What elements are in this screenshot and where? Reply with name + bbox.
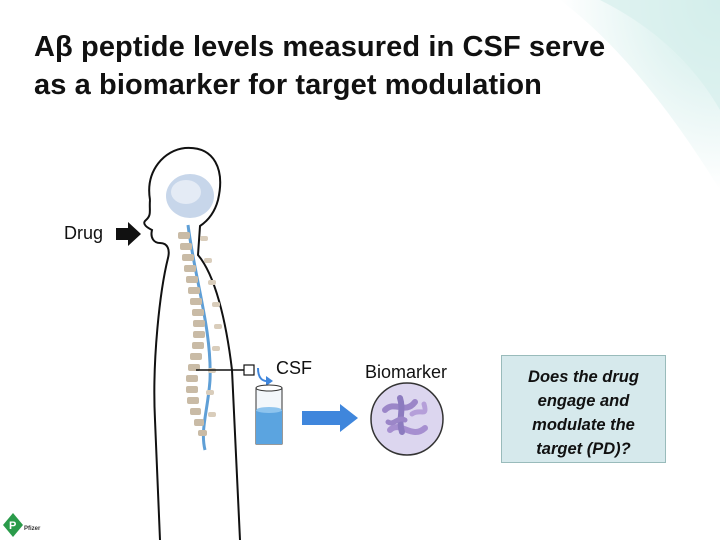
biomarker-label: Biomarker bbox=[365, 362, 448, 382]
title-line-2: as a biomarker for target modulation bbox=[34, 69, 542, 101]
process-arrow-icon bbox=[302, 404, 358, 432]
pfizer-logo-icon: P bbox=[3, 513, 23, 537]
slide-title: Aβ peptide levels measured in CSF serve … bbox=[34, 28, 674, 104]
logo-text: Pfizer bbox=[24, 526, 41, 532]
human-silhouette bbox=[148, 146, 241, 540]
question-box: Does the drug engage and modulate the ta… bbox=[501, 355, 666, 463]
drug-label: Drug bbox=[64, 223, 104, 243]
csf-sample-tube bbox=[255, 384, 283, 445]
spine bbox=[178, 224, 222, 451]
biomarker-visual bbox=[370, 382, 444, 456]
csf-label: CSF bbox=[276, 358, 312, 378]
title-line-1: Aβ peptide levels measured in CSF serve bbox=[34, 31, 606, 63]
logo-letter: P bbox=[9, 520, 16, 532]
drug-arrow-icon bbox=[116, 222, 141, 246]
